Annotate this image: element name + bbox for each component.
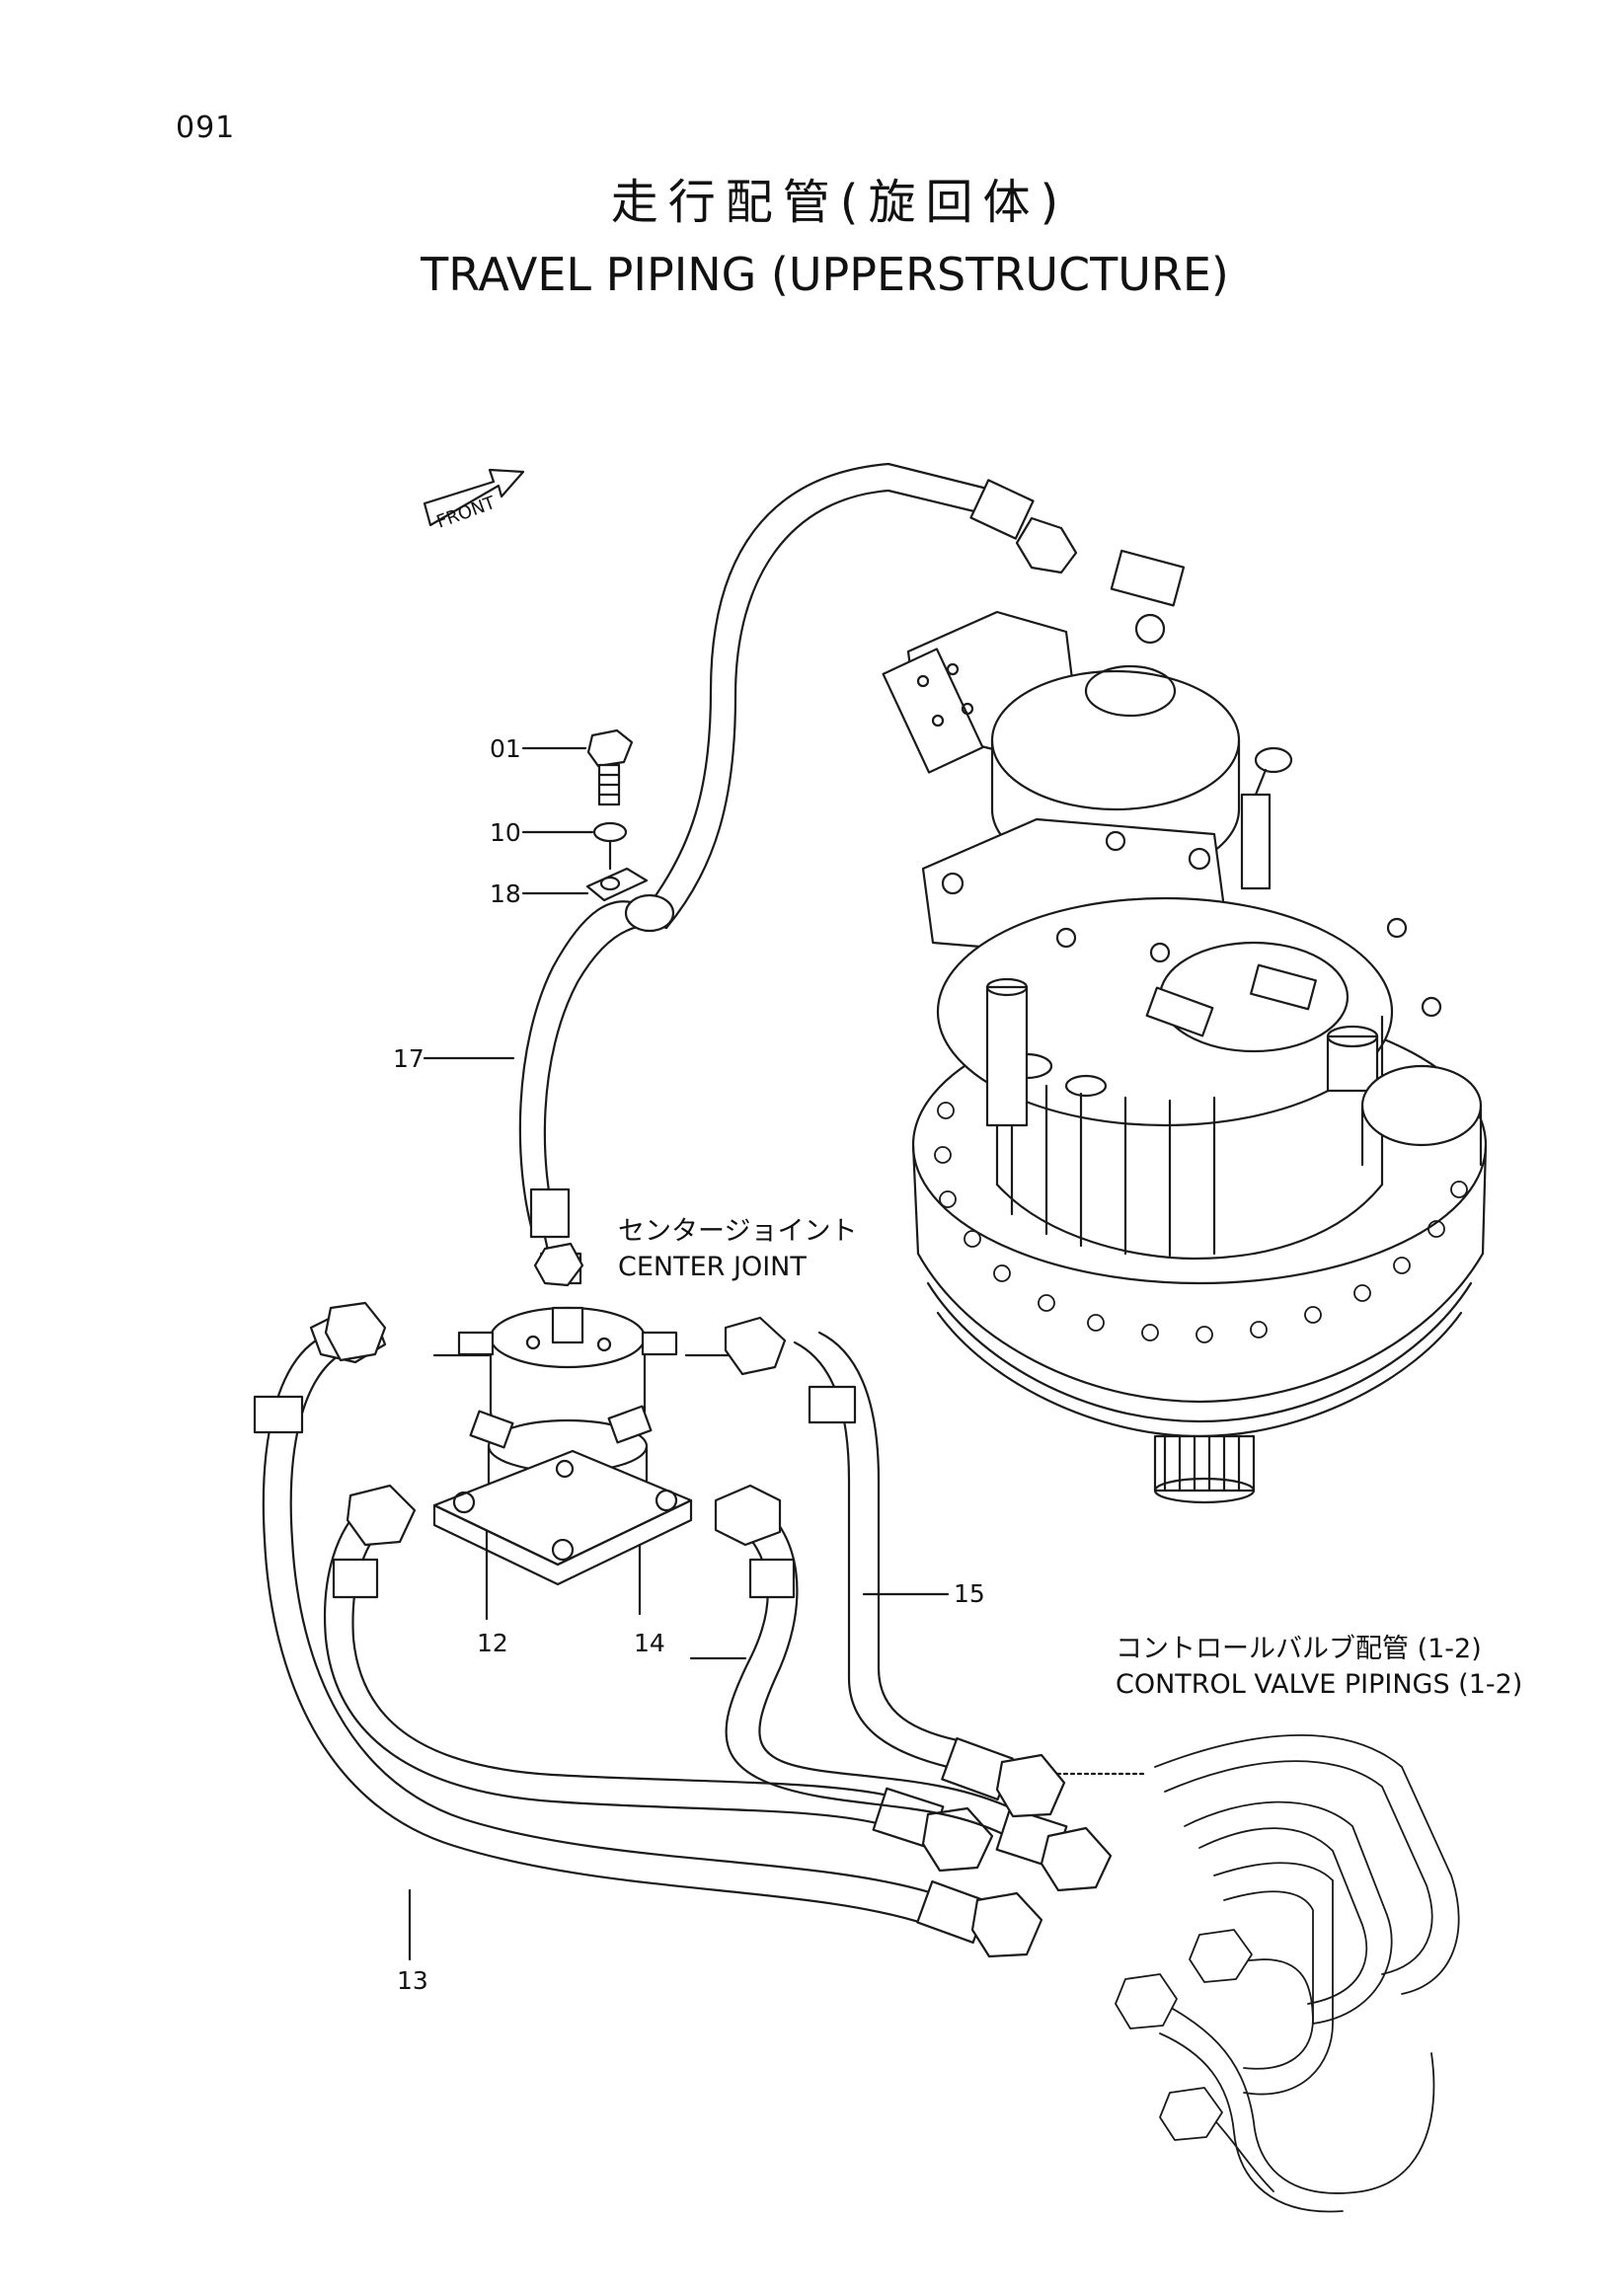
callout-18: 18 — [490, 880, 521, 908]
callout-01: 01 — [490, 734, 521, 763]
callout-12: 12 — [477, 1629, 508, 1657]
center-joint-label-en: CENTER JOINT — [618, 1252, 807, 1282]
control-valve-pipings — [1115, 1734, 1460, 2213]
page-number: 091 — [176, 111, 236, 145]
hose-14 — [714, 1484, 1113, 1892]
control-valve-label-jp: コントロールバルブ配管 (1-2) — [1116, 1634, 1482, 1664]
title-english: TRAVEL PIPING (UPPERSTRUCTURE) — [421, 248, 1229, 301]
hose-12 — [324, 1484, 994, 1873]
elbow-fitting — [533, 1242, 584, 1287]
control-valve-label-en: CONTROL VALVE PIPINGS (1-2) — [1116, 1669, 1523, 1700]
swing-motor-assembly — [882, 549, 1488, 1504]
callout-14: 14 — [634, 1629, 665, 1657]
callout-17: 17 — [393, 1044, 424, 1073]
center-joint-label-jp: センタージョイント — [618, 1216, 858, 1247]
front-arrow-icon: FRONT — [423, 468, 525, 533]
hose-13 — [253, 1301, 1043, 1958]
center-joint — [432, 1252, 693, 1586]
callout-15: 15 — [954, 1579, 985, 1608]
bracket-18 — [585, 867, 649, 902]
hose-15 — [724, 1316, 1066, 1818]
callout-13: 13 — [397, 1966, 428, 1995]
title-japanese: 走行配管(旋回体) — [610, 175, 1069, 230]
center-joint-reference: センタージョイント CENTER JOINT — [618, 1214, 857, 1285]
title-block: 走行配管(旋回体) TRAVEL PIPING (UPPERSTRUCTURE) — [0, 163, 1620, 301]
washer-10 — [592, 821, 628, 871]
callout-10: 10 — [490, 818, 521, 847]
bolt-01 — [586, 728, 634, 806]
control-valve-reference: コントロールバルブ配管 (1-2) CONTROL VALVE PIPINGS … — [1116, 1632, 1522, 1703]
